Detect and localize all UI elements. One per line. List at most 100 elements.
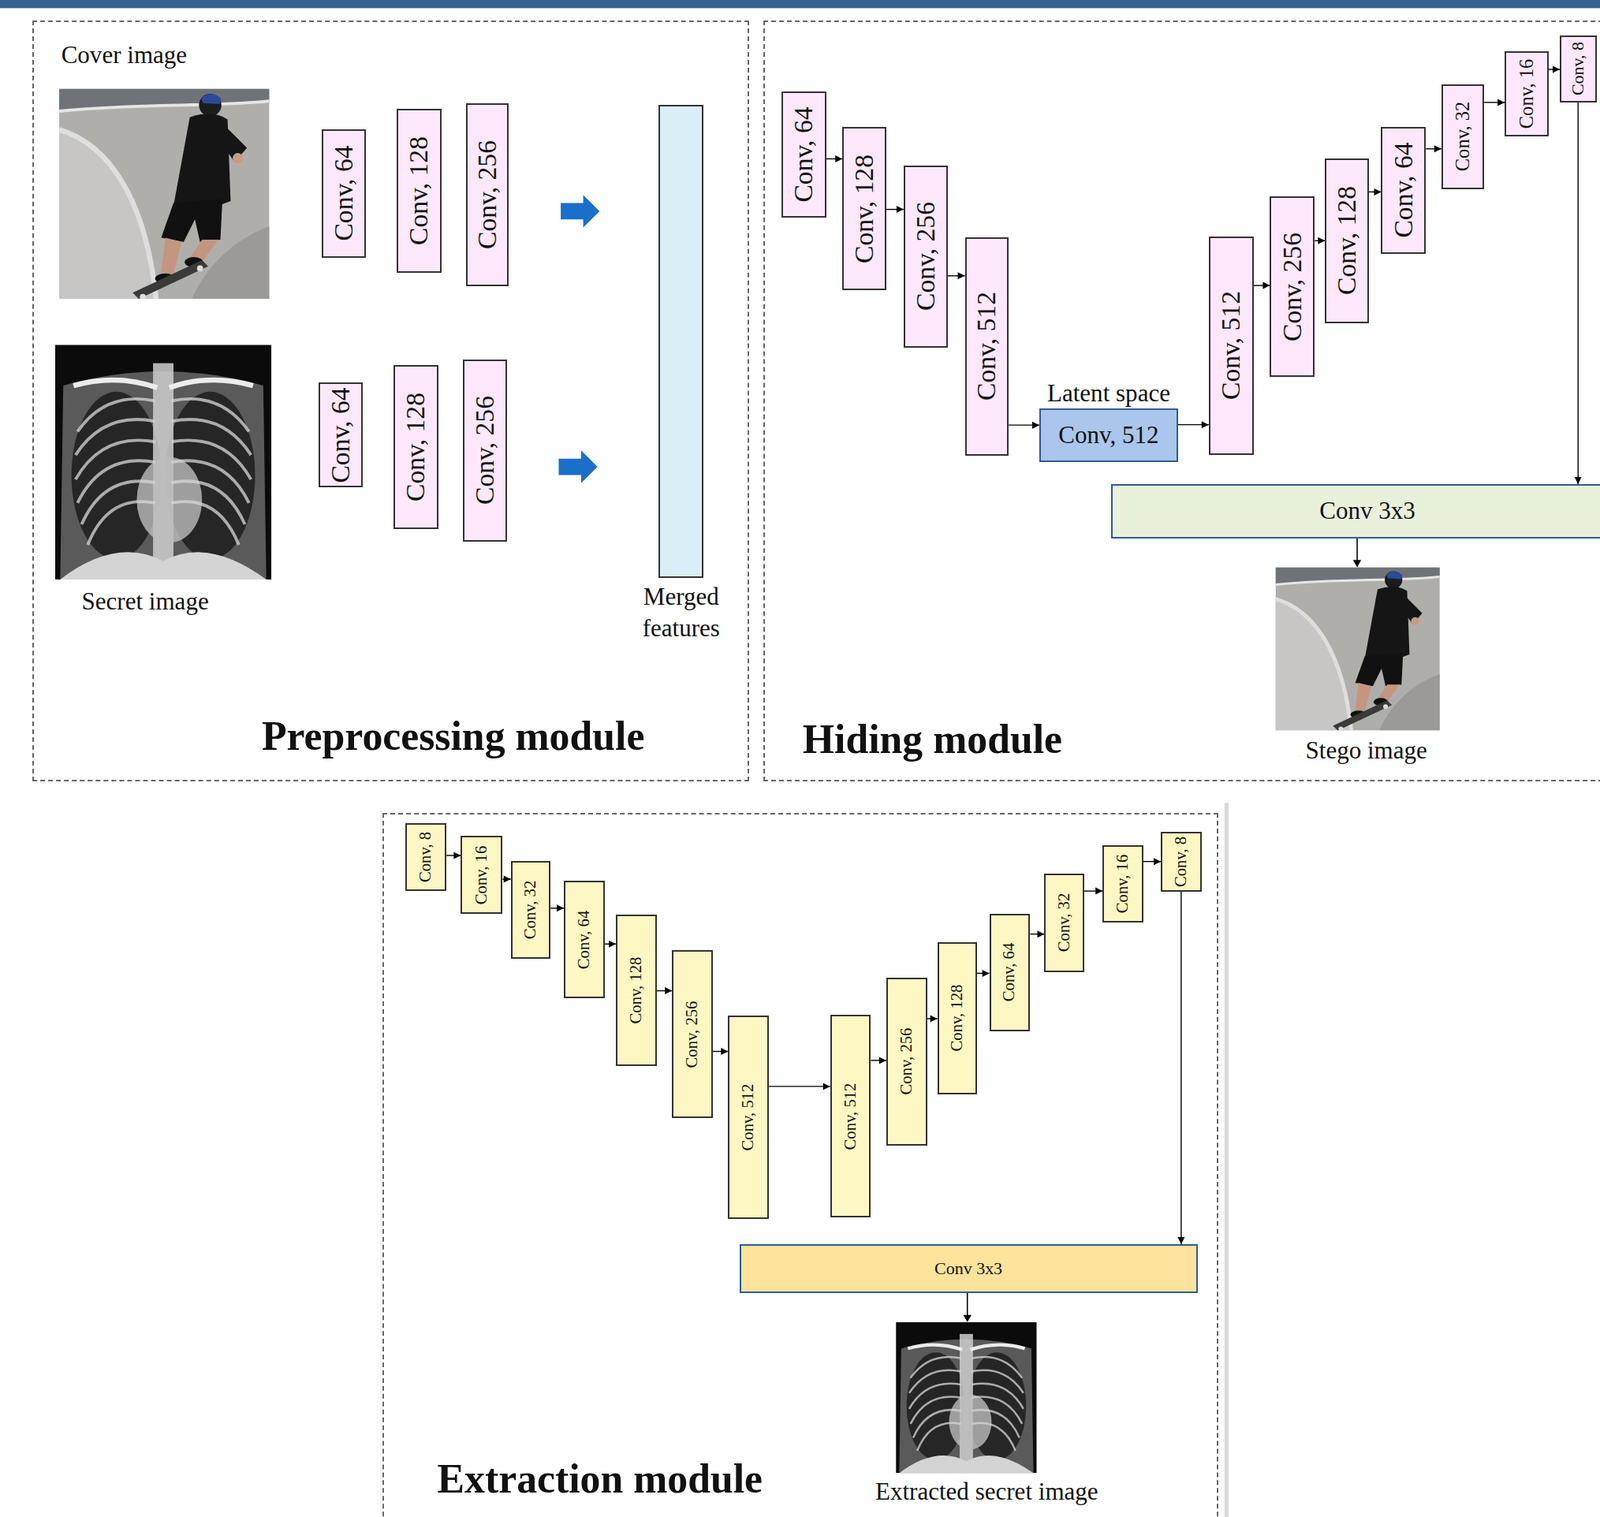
conv-block: Conv, 128 [1324,158,1369,323]
layer-label: Conv, 128 [849,154,881,264]
layer-label: Conv 3x3 [934,1258,1003,1279]
module-title: Extraction module [437,1455,764,1504]
conv-block: Conv, 128 [396,108,442,273]
block-arrow-shape [560,194,600,228]
flow-arrow [1008,421,1040,429]
flow-arrow [947,272,966,280]
flow-arrow [502,876,511,884]
layer-label: Conv, 256 [910,202,941,312]
flow-arrow [1368,188,1382,196]
flow-arrow [1484,98,1505,106]
layer-label: Conv, 512 [738,1084,758,1152]
module-title: Hiding module [802,716,1063,764]
secret-xray [55,344,272,580]
module-panel: Preprocessing moduleConv, 64Conv, 128Con… [32,20,749,782]
layer-label: Conv, 8 [1171,836,1191,888]
arrow-line [1577,102,1579,485]
arrowhead [1095,887,1103,896]
arrowhead [958,272,966,280]
flow-arrow [604,940,616,948]
output-arrowhead [963,1315,972,1323]
arrowhead [879,1056,887,1064]
flow-arrow [1084,887,1103,896]
conv-output-bar: Conv 3x3 [1111,484,1600,539]
conv-output-bar: Conv 3x3 [739,1244,1198,1294]
flow-arrow [1548,66,1560,74]
flow-arrow [768,1082,831,1090]
arrowhead [1574,477,1582,485]
extracted-xray [895,1322,1037,1474]
arrowhead [664,987,672,995]
layer-label: Conv, 128 [947,984,967,1052]
layer-label: Conv, 64 [328,145,360,242]
layer-label: Conv, 32 [1451,101,1474,172]
layer-label: Conv, 256 [1277,232,1309,342]
layer-label: Conv, 128 [400,392,432,502]
layer-label: Conv 3x3 [1319,496,1416,526]
flow-arrow [826,155,843,163]
flow-arrow [927,1014,938,1022]
arrowhead [930,1014,938,1022]
conv-block: Conv, 64 [563,880,605,999]
conv-block: Conv, 64 [1380,126,1426,254]
layer-label: Conv, 512 [841,1082,861,1150]
arrowhead [835,155,843,163]
conv-block: Conv, 256 [903,165,948,347]
flow-arrow [1425,145,1441,153]
flow-arrow [550,904,564,912]
conv-block: Conv, 128 [842,126,887,291]
flow-arrow [656,987,672,995]
layer-label: Conv, 32 [521,880,541,940]
conv-block: Conv, 128 [937,942,978,1095]
latent-block: Latent spaceConv, 512 [1039,408,1179,462]
arrowhead [1497,98,1505,106]
layer-label: Conv, 32 [1055,893,1075,953]
conv-block: Conv, 16 [1504,51,1549,136]
block-arrow [559,450,598,483]
merged-feature-bar: Merged features [658,104,704,579]
flow-arrow [712,1048,728,1056]
layer-label: Conv, 64 [1388,142,1420,239]
cover-photo [59,89,270,301]
arrowhead [1373,188,1381,196]
flow-arrow [1314,237,1325,245]
layer-label: Conv, 128 [626,956,646,1024]
separator-line [1224,802,1229,1517]
conv-block: Conv, 256 [671,950,713,1118]
arrowhead [982,969,990,978]
conv-block: Conv, 8 [1559,35,1597,103]
flow-arrow [1253,282,1271,290]
layer-label: Conv, 8 [1568,41,1589,96]
module-title: Preprocessing module [261,712,645,761]
conv-block: Conv, 32 [1044,873,1084,972]
arrowhead [1032,421,1040,429]
image-caption: Secret image [82,587,209,616]
layer-label: Conv, 256 [469,395,500,505]
image-caption: Extracted secret image [875,1477,1099,1507]
arrowhead [896,205,904,213]
arrowhead [608,940,616,948]
arrowhead [1201,421,1209,429]
arrowhead [1036,930,1045,938]
conv-block: Conv, 64 [989,913,1031,1032]
arrow-line [1180,891,1182,1245]
output-arrowhead [1353,559,1362,567]
layer-label: Conv, 16 [472,845,492,905]
layer-label: Conv, 256 [472,140,504,250]
layer-label: Conv, 8 [416,831,436,883]
module-panel: Extraction module Conv, 8 Conv, 16 Conv, 32… [382,813,1219,1517]
conv-block: Conv, 32 [510,861,551,959]
arrowhead [1262,282,1270,290]
conv-block: Conv, 32 [1441,84,1485,190]
block-arrow [560,194,600,228]
conv-block: Conv, 256 [886,977,928,1145]
flow-arrow [1143,857,1161,866]
flow-arrow [870,1056,886,1064]
conv-block: Conv, 512 [1208,236,1254,456]
layer-label: Conv, 128 [1331,186,1363,295]
output-arrow [966,1291,969,1317]
layer-label: Conv, 64 [788,107,820,203]
layer-label: Conv, 256 [682,1000,702,1068]
latent-heading: Latent space [1047,379,1171,408]
arrowhead [1434,145,1442,153]
